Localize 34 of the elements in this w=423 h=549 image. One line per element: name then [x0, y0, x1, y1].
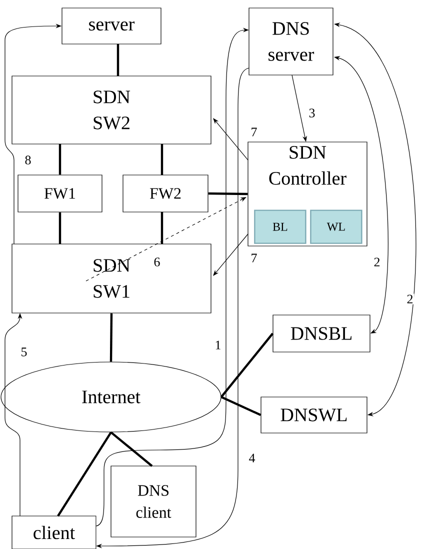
edge-label: 5 — [20, 346, 28, 358]
edge-label: 3 — [308, 108, 316, 118]
connector-line — [160, 212, 164, 244]
connector-line — [116, 44, 120, 76]
list-box: WL — [310, 210, 362, 244]
list-box: BL — [254, 210, 306, 244]
connector-line — [208, 192, 248, 196]
box: DNS client — [110, 466, 196, 538]
box: client — [12, 516, 96, 549]
edge-label: 6 — [152, 256, 162, 268]
edge-label: 2 — [372, 256, 382, 268]
edge-label: 7 — [250, 252, 258, 264]
box: DNS server — [248, 8, 334, 76]
connector-line — [58, 212, 62, 244]
edge-label: 1 — [214, 340, 222, 350]
edge-label: 7 — [250, 126, 258, 138]
box: FW1 — [18, 174, 102, 212]
connector-line — [58, 144, 62, 175]
edge-label: 4 — [248, 452, 256, 464]
box: server — [62, 8, 162, 44]
connector-line — [110, 431, 153, 467]
connector-line — [57, 432, 112, 517]
edge-label: 8 — [24, 154, 32, 166]
connector-line — [160, 144, 164, 175]
box: SDN SW2 — [12, 76, 212, 144]
connector-line — [220, 396, 262, 416]
connector-line — [220, 332, 274, 398]
edge-label: 2 — [406, 294, 414, 304]
box: DNSBL — [272, 314, 370, 352]
box: FW2 — [122, 174, 208, 212]
box: DNSWL — [260, 396, 368, 434]
connector-line — [110, 313, 113, 362]
arrow — [213, 234, 248, 276]
arrow — [213, 118, 248, 160]
